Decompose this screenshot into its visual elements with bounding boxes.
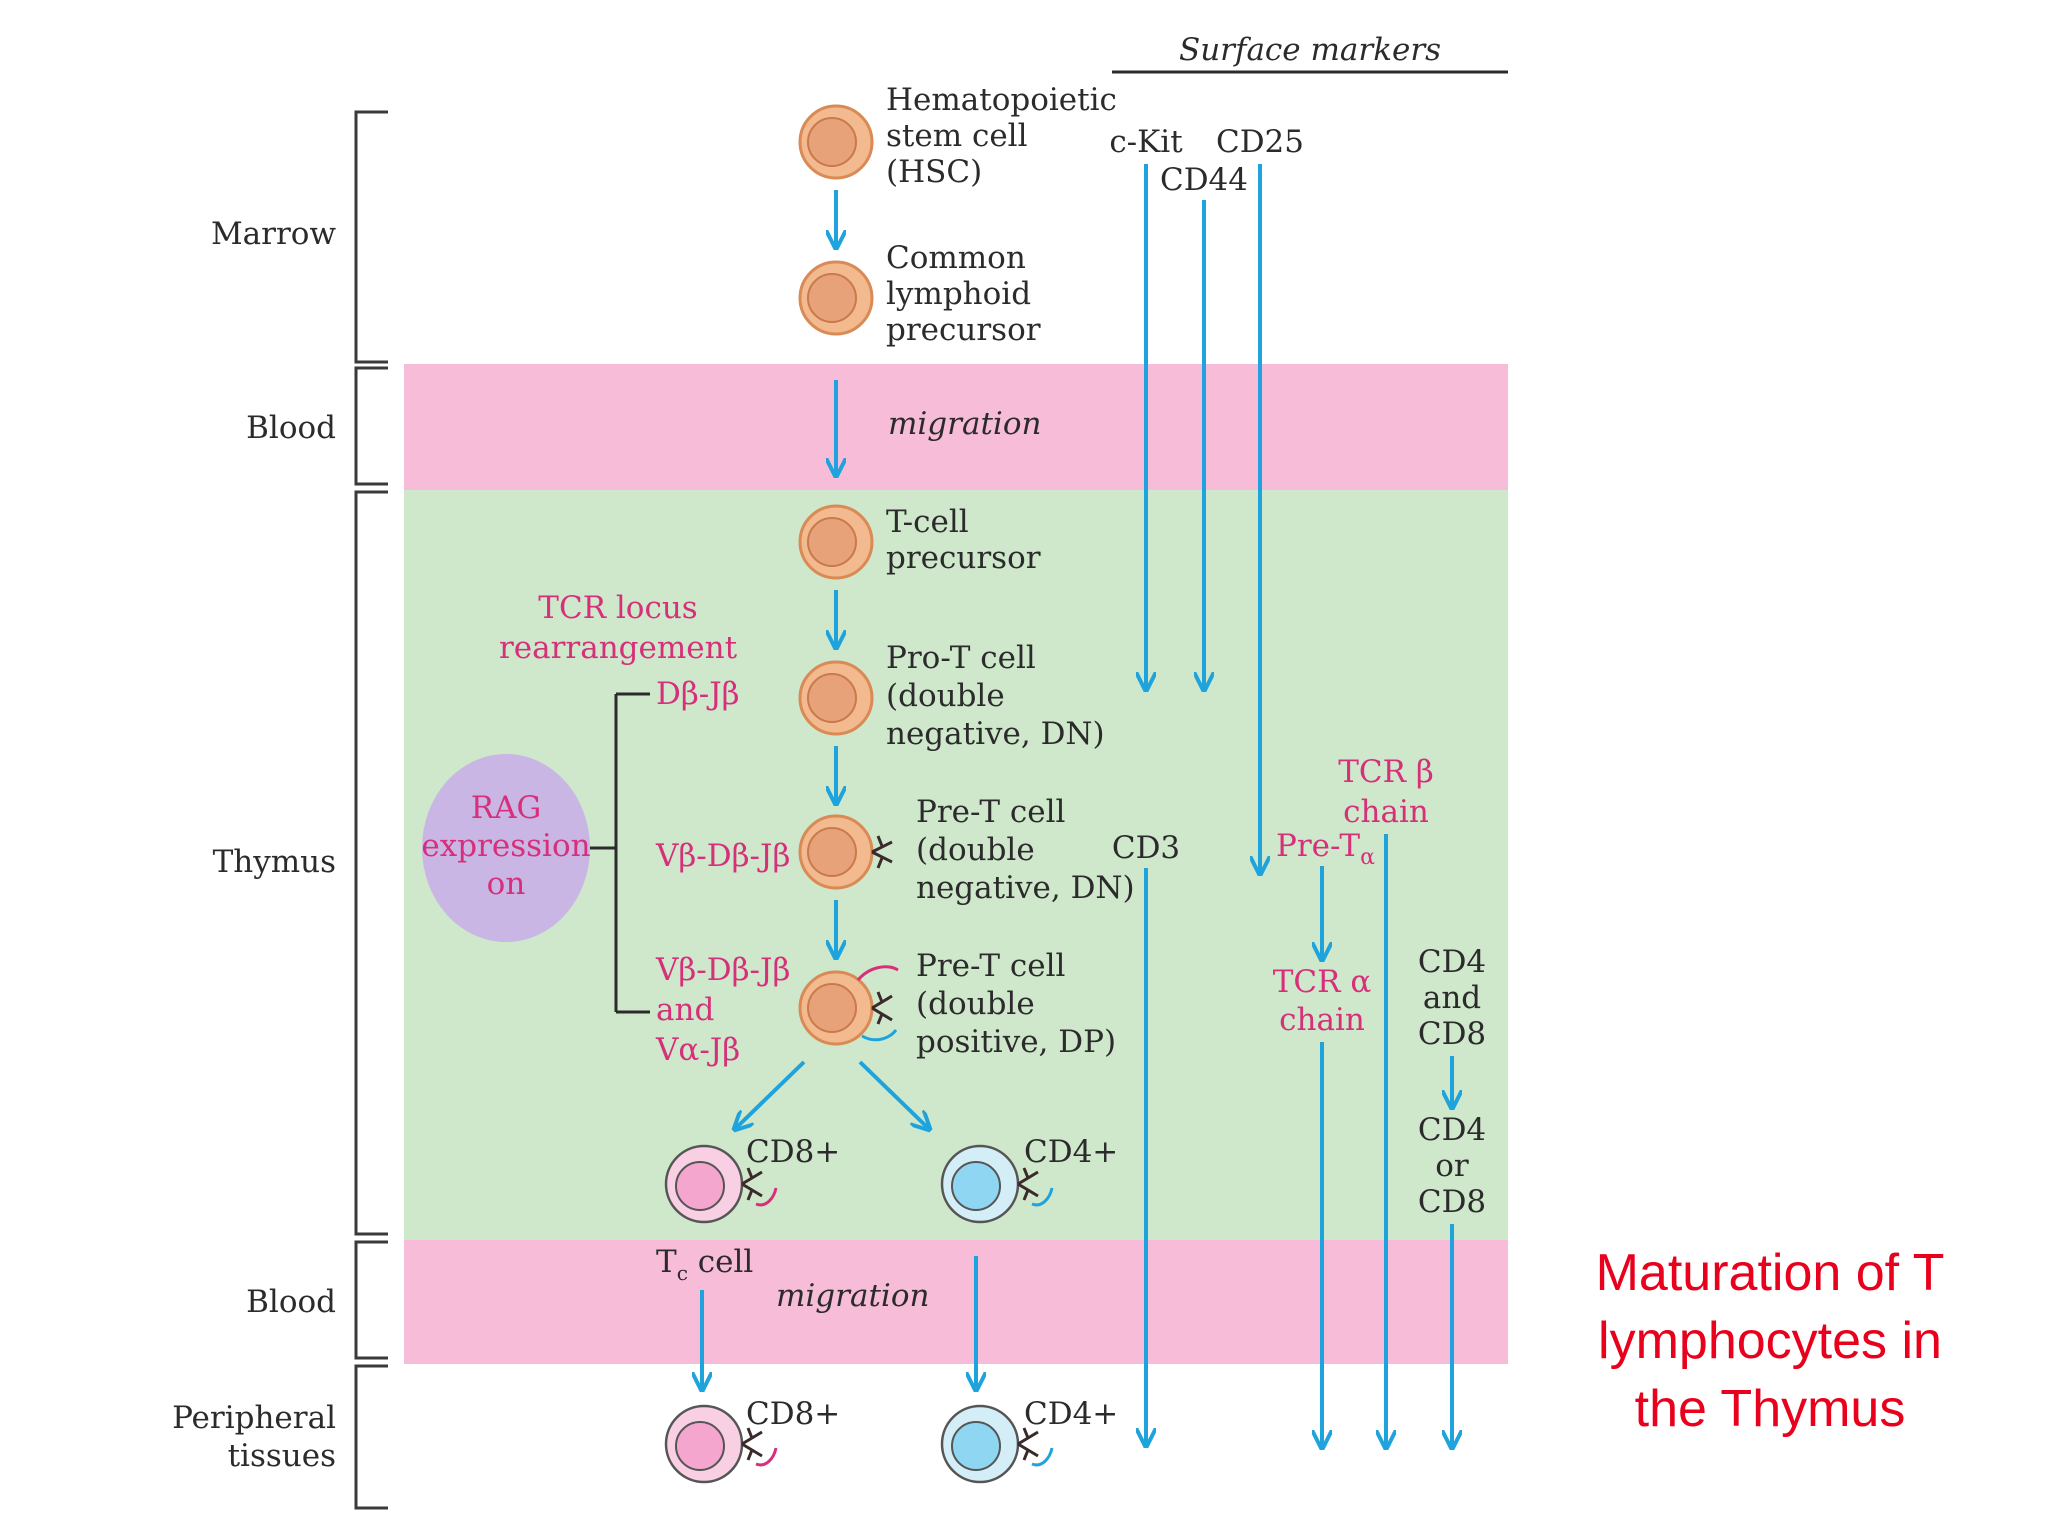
surface-markers-heading: Surface markers [1179, 32, 1441, 68]
cd8-thymus-cell [664, 1144, 778, 1224]
pre-t-dn-cell [798, 814, 893, 890]
clp-cell [798, 260, 874, 336]
marker-cd3: CD3 [1112, 830, 1180, 866]
pre-t-dp-cell [798, 965, 899, 1046]
marker-cd4-and-1: CD4 [1418, 944, 1486, 980]
blood-band-1 [404, 364, 1508, 490]
pro-t-label-3: negative, DN) [886, 716, 1105, 752]
va-jb-label: Vα-Jβ [655, 1032, 740, 1068]
clp-label-2: lymphoid [886, 276, 1031, 312]
region-thymus: Thymus [213, 844, 336, 880]
pro-t-label-2: (double [886, 678, 1005, 714]
pre-t-dp-label-1: Pre-T cell [916, 948, 1065, 984]
hsc-cell [798, 104, 874, 180]
tcp-cell [798, 504, 874, 580]
marker-ckit: c-Kit [1109, 124, 1183, 160]
vb-db-jb-label: Vβ-Dβ-Jβ [655, 838, 790, 874]
region-blood-1: Blood [246, 410, 336, 446]
pre-t-dn-label-2: (double [916, 832, 1035, 868]
tc-cell-label: Tc cell [656, 1244, 753, 1285]
rag-label-2: expression [421, 828, 590, 864]
region-tissues: tissues [228, 1438, 336, 1474]
cd8-periph-label: CD8+ [746, 1396, 840, 1432]
migration-label-1: migration [888, 406, 1041, 442]
pre-t-dn-label-3: negative, DN) [916, 870, 1135, 906]
migration-label-2: migration [776, 1278, 929, 1314]
cd8-periph-cell [664, 1404, 778, 1484]
slide-title-3: the Thymus [1635, 1380, 1906, 1438]
marker-tcr-a-1: TCR α [1273, 964, 1372, 1000]
pre-t-dp-label-3: positive, DP) [916, 1024, 1116, 1060]
pro-t-cell [798, 660, 874, 736]
slide-title-1: Maturation of T [1596, 1244, 1945, 1302]
pre-t-dp-label-2: (double [916, 986, 1035, 1022]
tcr-locus-heading-2: rearrangement [499, 630, 738, 666]
rag-label-1: RAG [471, 790, 542, 826]
hsc-label-2: stem cell [886, 118, 1028, 154]
cd8-thymus-label: CD8+ [746, 1134, 840, 1170]
marker-tcr-a-2: chain [1279, 1002, 1365, 1038]
blood-band-2 [404, 1240, 1508, 1364]
region-peripheral: Peripheral [172, 1400, 336, 1436]
vb-db-jb-2-label: Vβ-Dβ-Jβ [655, 952, 790, 988]
hsc-label-1: Hematopoietic [886, 82, 1117, 118]
marker-cd4-and-2: and [1423, 980, 1481, 1016]
marker-cd4-or-2: or [1435, 1148, 1469, 1184]
region-marrow: Marrow [211, 216, 337, 252]
pre-t-dn-label-1: Pre-T cell [916, 794, 1065, 830]
marker-pre-ta: Pre-Tα [1276, 828, 1375, 870]
tcp-label-1: T-cell [886, 504, 969, 540]
clp-label-1: Common [886, 240, 1026, 276]
hsc-label-3: (HSC) [886, 154, 982, 190]
cd4-thymus-cell [940, 1144, 1054, 1224]
marker-cd4-or-1: CD4 [1418, 1112, 1486, 1148]
region-blood-2: Blood [246, 1284, 336, 1320]
db-jb-label: Dβ-Jβ [656, 676, 740, 712]
marker-cd4-and-3: CD8 [1418, 1016, 1486, 1052]
cd4-periph-cell [940, 1404, 1054, 1484]
marker-tcr-b-2: chain [1343, 794, 1429, 830]
dp-cd4-arrow [858, 1060, 928, 1128]
marker-cd25: CD25 [1216, 124, 1304, 160]
pro-t-label-1: Pro-T cell [886, 640, 1036, 676]
tcr-locus-heading-1: TCR locus [538, 590, 697, 626]
rag-label-3: on [487, 866, 526, 902]
dp-cd8-arrow [736, 1060, 806, 1128]
rearrangement-bracket [590, 692, 650, 1014]
marker-cd4-or-3: CD8 [1418, 1184, 1486, 1220]
marker-tcr-b-1: TCR β [1338, 754, 1434, 790]
clp-label-3: precursor [886, 312, 1041, 348]
region-brackets [354, 110, 388, 1510]
and-label: and [656, 992, 714, 1028]
slide-title-2: lymphocytes in [1598, 1312, 1942, 1370]
tcp-label-2: precursor [886, 540, 1041, 576]
cd4-thymus-label: CD4+ [1024, 1134, 1118, 1170]
rag-ellipse [422, 754, 590, 942]
marker-cd44: CD44 [1160, 162, 1248, 198]
cd4-periph-label: CD4+ [1024, 1396, 1118, 1432]
